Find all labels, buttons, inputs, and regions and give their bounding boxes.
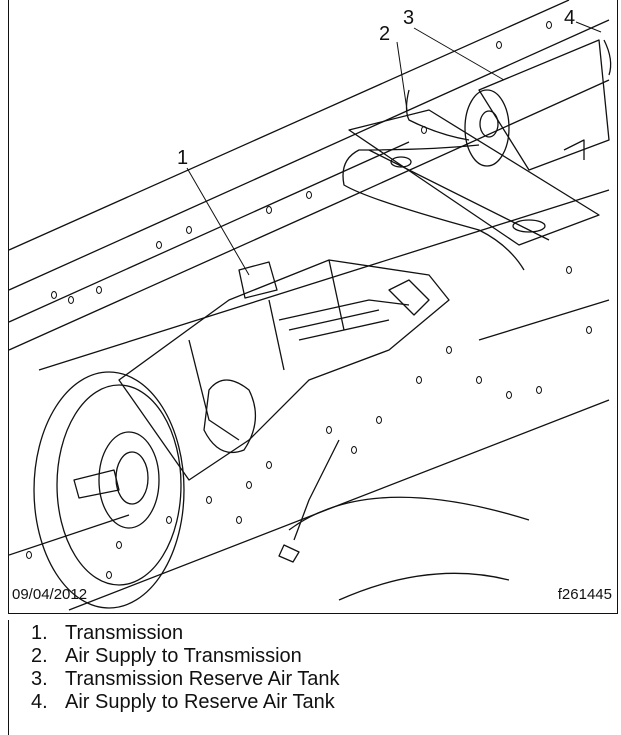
transmission-body xyxy=(118,259,450,481)
transmission-illustration: 1 2 3 4 xyxy=(8,0,612,611)
legend-label: Transmission xyxy=(65,622,184,644)
callout-4: 4 xyxy=(564,7,575,29)
bell-housing xyxy=(33,371,185,609)
figure-id: f261445 xyxy=(557,586,612,603)
figure-date: 09/04/2012 xyxy=(12,586,88,603)
legend-label: Transmission Reserve Air Tank xyxy=(65,668,340,690)
rivet-holes xyxy=(26,21,592,579)
callout-3: 3 xyxy=(403,7,414,29)
upper-frame-rail xyxy=(8,0,610,351)
legend-item: 4. Air Supply to Reserve Air Tank xyxy=(31,691,618,714)
lower-air-tank xyxy=(278,496,530,601)
legend-label: Air Supply to Reserve Air Tank xyxy=(65,691,335,713)
lower-frame-rail xyxy=(8,189,610,611)
legend-item: 3. Transmission Reserve Air Tank xyxy=(31,668,618,691)
legend-label: Air Supply to Transmission xyxy=(65,645,302,667)
reserve-air-tank xyxy=(464,39,610,171)
callout-numbers: 1 2 3 4 xyxy=(177,7,575,169)
legend: 1. Transmission 2. Air Supply to Transmiss… xyxy=(8,620,618,735)
callout-1: 1 xyxy=(177,147,188,169)
legend-item: 1. Transmission xyxy=(31,622,618,645)
diagram-frame: 1 2 3 4 xyxy=(8,0,618,614)
legend-number: 4. xyxy=(31,691,48,713)
legend-number: 3. xyxy=(31,668,48,690)
crossmember xyxy=(348,109,600,246)
legend-number: 2. xyxy=(31,645,48,667)
legend-item: 2. Air Supply to Transmission xyxy=(31,645,618,668)
callout-2: 2 xyxy=(379,23,390,45)
leader-lines xyxy=(186,21,602,276)
air-lines xyxy=(293,39,612,541)
legend-number: 1. xyxy=(31,622,48,644)
